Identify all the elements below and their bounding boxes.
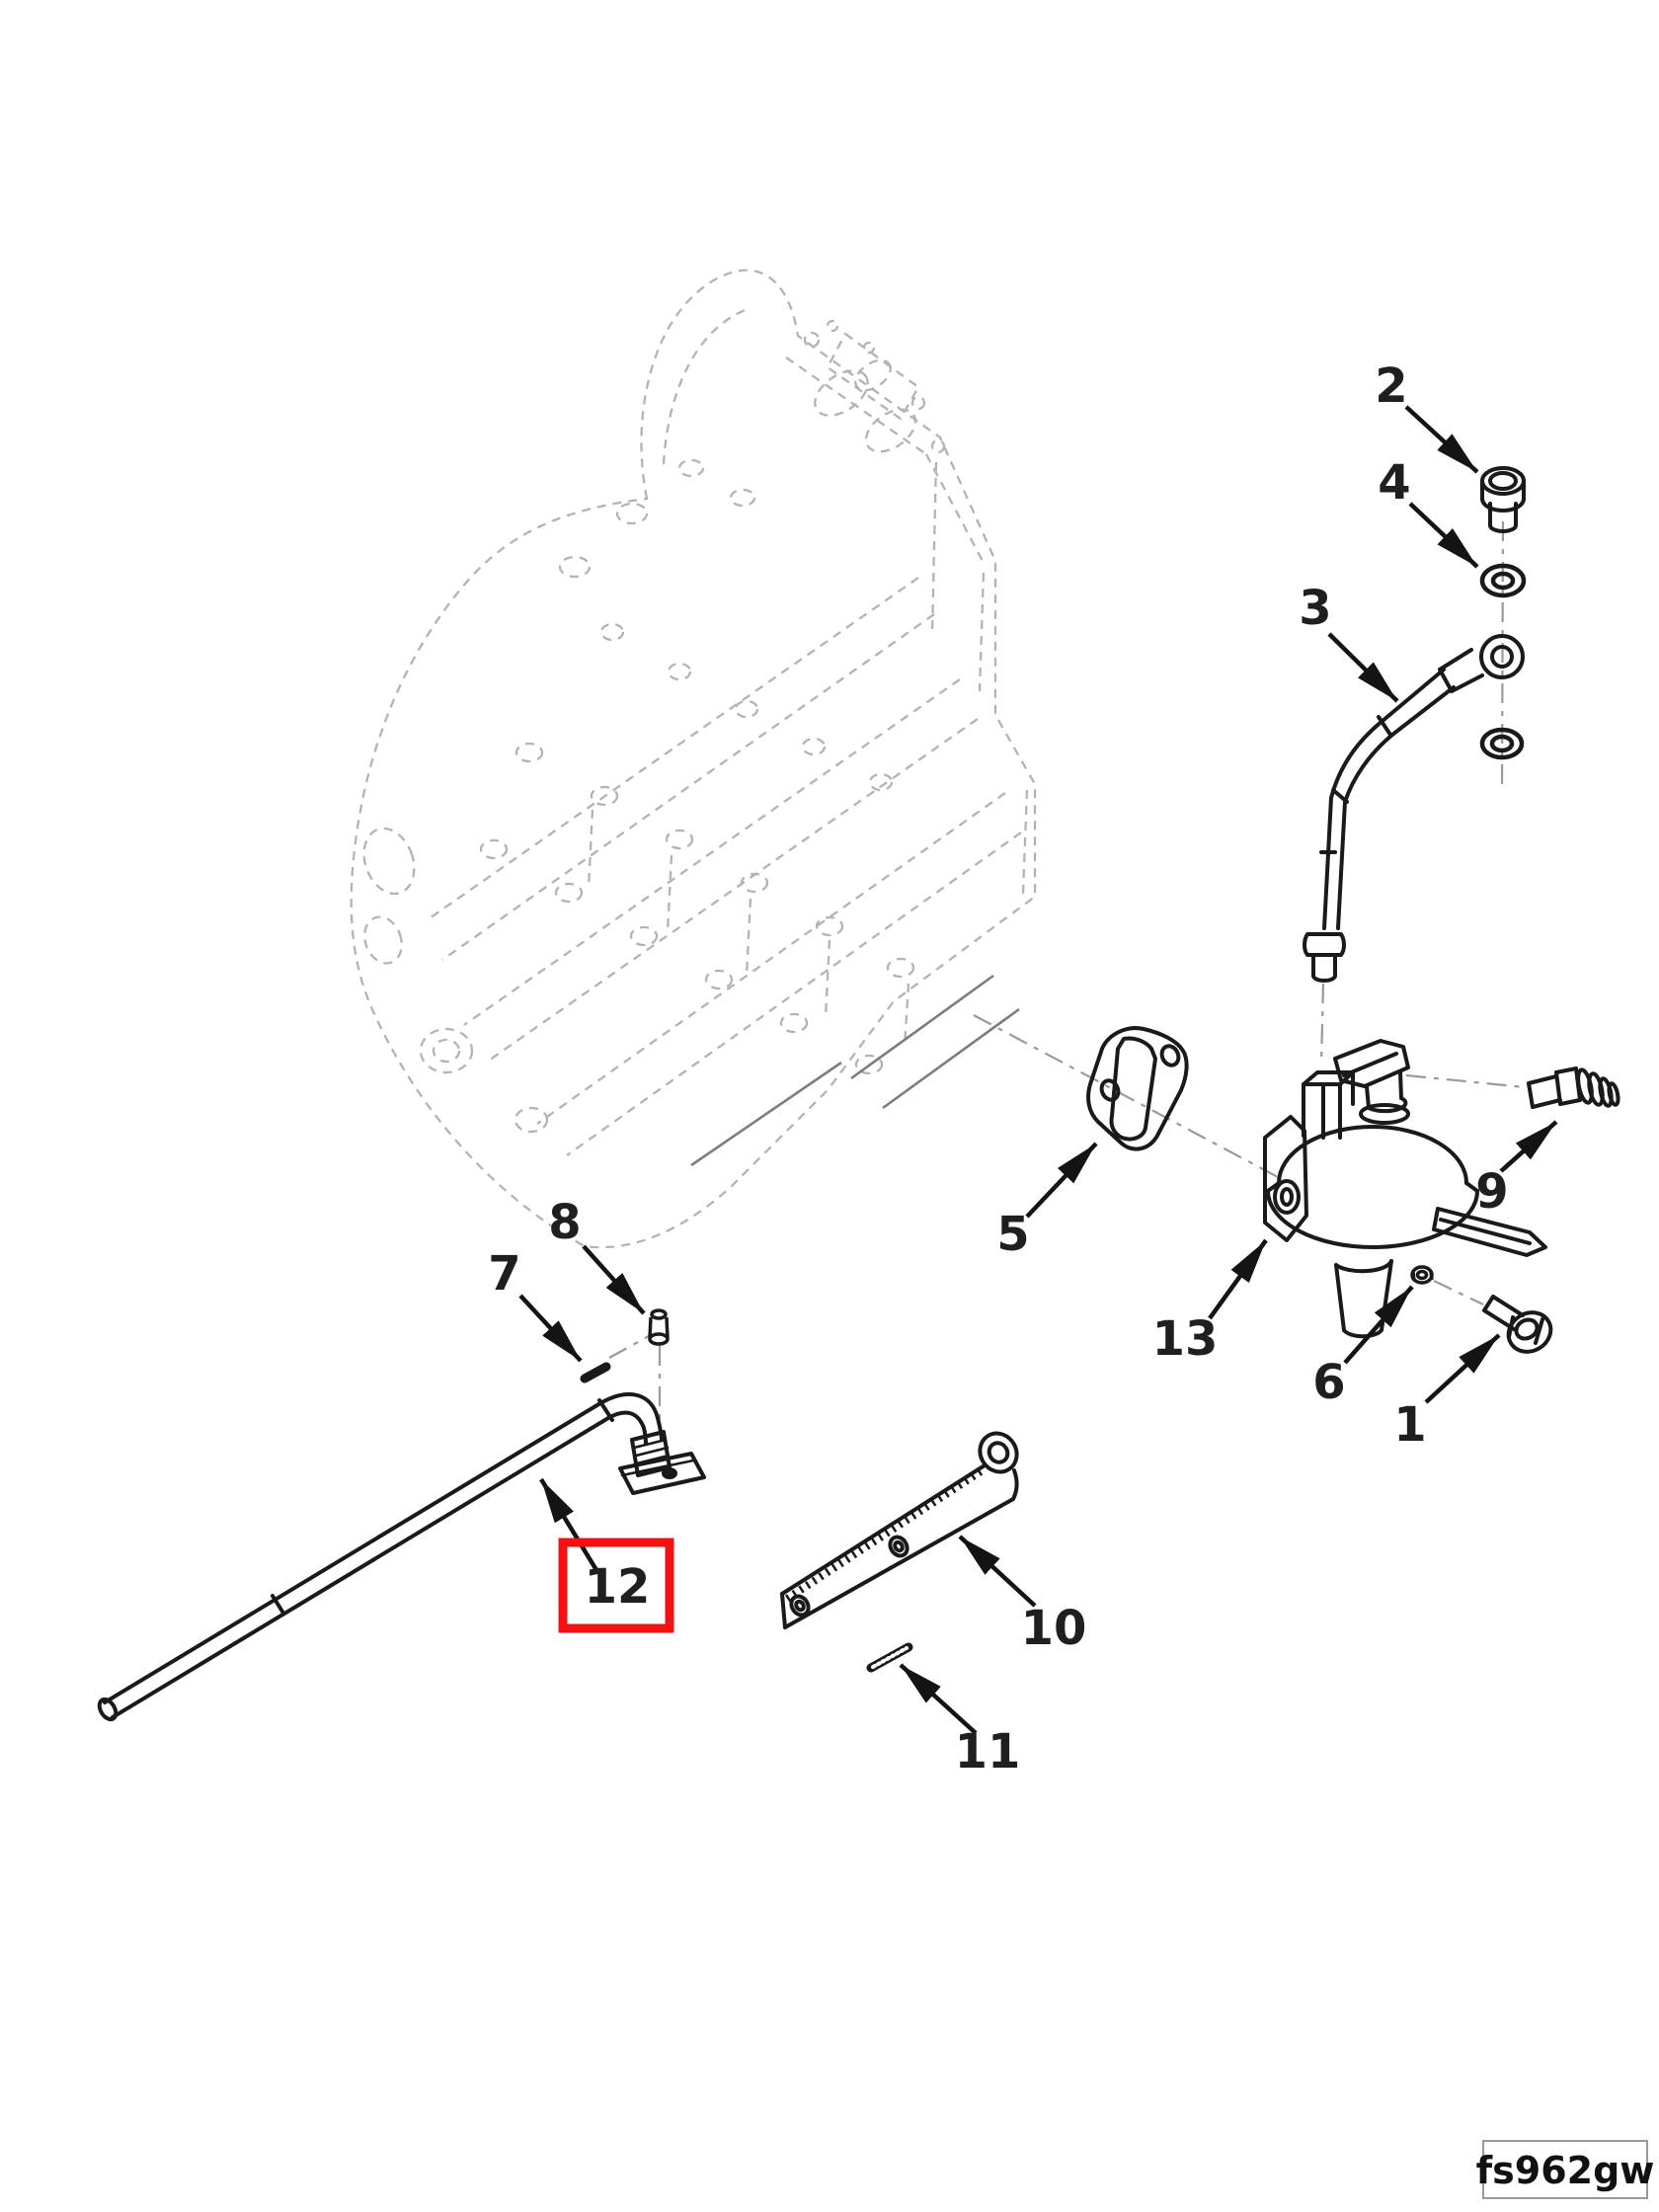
part-bent-tube-12 [97,1392,706,1722]
callout-4[interactable]: 4 [1378,455,1410,511]
callout-8[interactable]: 8 [548,1195,581,1250]
leader-13 [1208,1238,1268,1320]
highlight-box[interactable] [558,1538,674,1633]
part-sealing-washer-upper-4 [1479,563,1527,598]
part-gasket-5 [1086,1026,1189,1151]
callout-leaders [518,405,1558,1735]
part-pin-7 [580,1362,611,1383]
part-grommet-8 [648,1308,670,1346]
part-fuel-supply-tube-3 [1303,634,1525,983]
leader-1 [1424,1333,1501,1404]
leader-10 [958,1535,1037,1608]
callout-13[interactable]: 13 [1152,1311,1219,1367]
callout-3[interactable]: 3 [1299,581,1331,636]
leader-4 [1408,502,1479,569]
callout-7[interactable]: 7 [488,1246,520,1302]
callout-9[interactable]: 9 [1475,1164,1508,1220]
callout-12[interactable]: 12 [585,1559,651,1615]
leader-2 [1404,405,1479,474]
engine-block-phantom [350,269,1037,1249]
leader-6 [1343,1285,1414,1365]
callout-11[interactable]: 11 [955,1724,1021,1779]
part-sealing-washer-lower-4 [1479,727,1525,760]
figure-code-label: fs962gw [1476,2149,1655,2192]
leader-5 [1025,1142,1098,1219]
part-support-bracket-10 [780,1431,1019,1629]
part-roll-pin-11 [866,1642,913,1673]
figure-code-box: fs962gw [1476,2140,1655,2199]
part-barb-fitting-9 [1527,1066,1620,1109]
callout-6[interactable]: 6 [1312,1355,1345,1410]
leader-9 [1499,1120,1558,1173]
callout-5[interactable]: 5 [996,1207,1029,1262]
leader-12 [539,1477,598,1572]
leader-8 [582,1244,646,1315]
part-flange-bolt-1 [1482,1295,1553,1354]
callout-2[interactable]: 2 [1375,358,1407,414]
callout-10[interactable]: 10 [1021,1601,1087,1656]
leader-11 [899,1663,978,1735]
part-nut-6 [1410,1265,1434,1285]
leader-7 [518,1294,583,1363]
leader-3 [1327,632,1399,703]
part-banjo-bolt-2 [1480,466,1526,533]
callout-1[interactable]: 1 [1393,1397,1426,1453]
